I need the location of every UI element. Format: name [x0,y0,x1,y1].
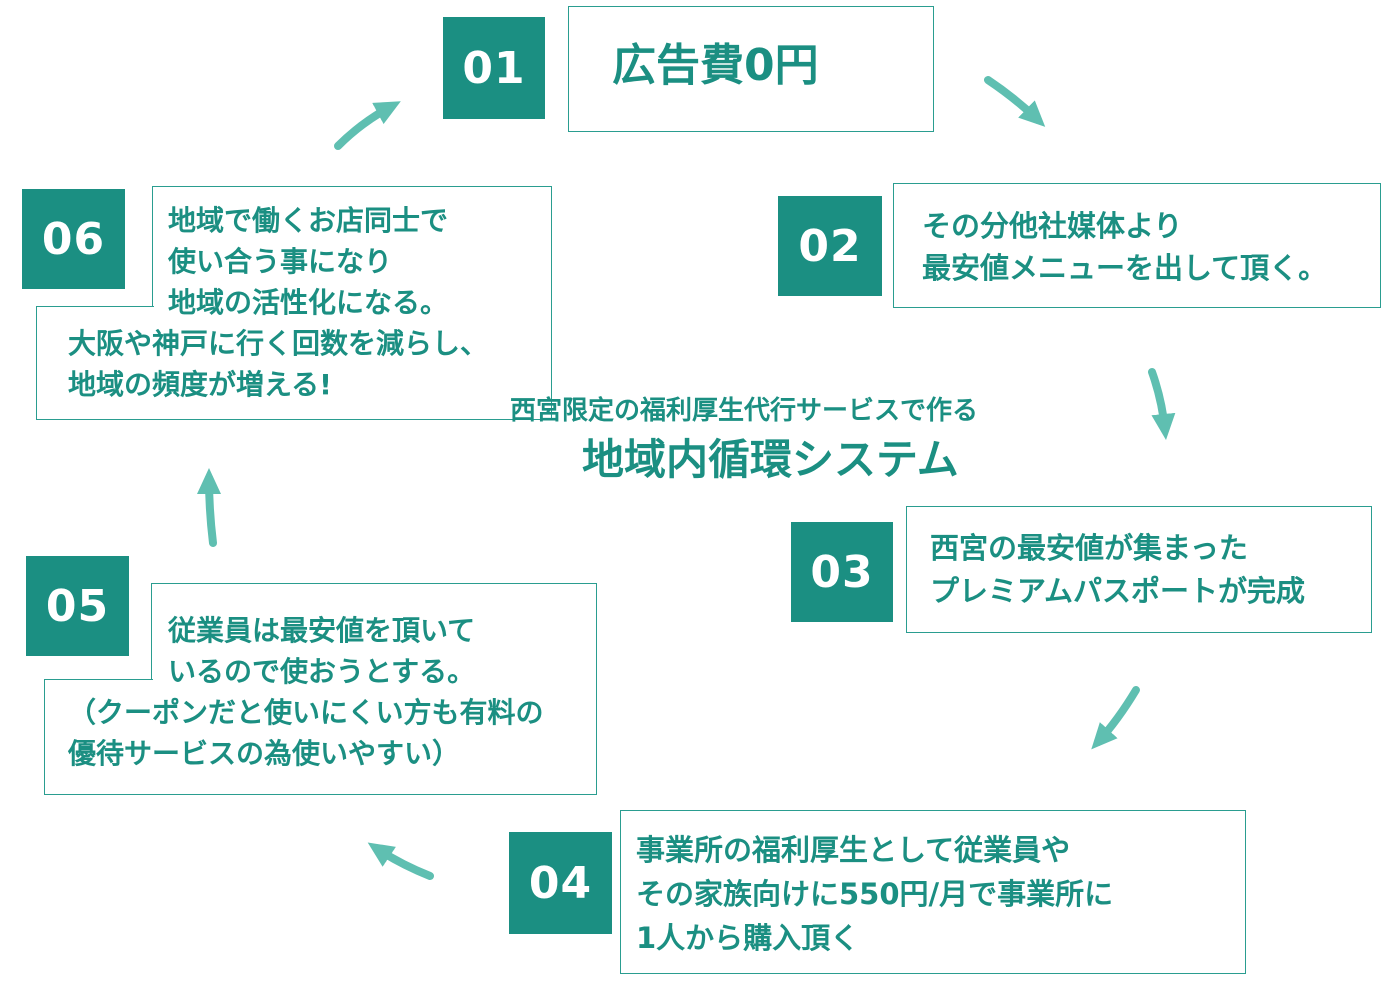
step-01-line: 広告費0円 [612,40,819,91]
step-05-line: 従業員は最安値を頂いて [168,614,476,647]
step-05-line: 優待サービスの為使いやすい） [68,737,461,770]
arrow-05-to-06 [197,468,222,547]
step-01-number: 01 [443,17,545,119]
step-06-line: 使い合う事になり [168,245,393,278]
step-06-box [36,306,552,420]
step-01-box [568,6,934,132]
step-04-line: その家族向けに550円/月で事業所に [636,877,1114,911]
step-05-line: （クーポンだと使いにくい方も有料の [68,696,544,729]
step-02-number: 02 [778,196,882,296]
arrow-01-to-02 [984,76,1046,127]
arrow-04-to-05 [367,842,434,880]
step-04-box [620,810,1246,974]
step-06-text: 地域で働くお店同士で 使い合う事になり 地域の活性化になる。 大阪や神戸に行く回… [68,200,488,405]
step-03-box [906,506,1372,633]
arrow-02-to-03 [1148,368,1176,440]
step-05-box-fill [152,670,596,686]
step-05-box [151,583,597,683]
center-subtitle: 西宮限定の福利厚生代行サービスで作る [510,396,979,426]
step-06-line: 地域で働くお店同士で [168,204,449,237]
step-04-line: 1人から購入頂く [636,921,860,955]
step-02-box [893,183,1381,308]
step-06-box [152,186,552,310]
step-06-line: 地域の活性化になる。 [168,286,449,319]
step-04-line: 事業所の福利厚生として従業員や [636,833,1071,867]
step-03-text: 西宮の最安値が集まった プレミアムパスポートが完成 [930,527,1305,613]
step-05-text: 従業員は最安値を頂いて いるので使おうとする。 （クーポンだと使いにくい方も有料… [68,610,543,774]
step-03-line: 西宮の最安値が集まった [930,531,1248,565]
step-06-box-fill [153,298,551,312]
step-01-text: 広告費0円 [612,38,819,94]
step-04-text: 事業所の福利厚生として従業員や その家族向けに550円/月で事業所に 1人から購… [636,828,1113,960]
step-04-number: 04 [509,832,612,934]
arrow-06-to-01 [334,101,401,150]
arrow-03-to-04 [1091,686,1140,750]
step-06-line: 地域の頻度が増える! [68,368,332,401]
step-03-line: プレミアムパスポートが完成 [930,574,1305,608]
step-02-line: その分他社媒体より [922,209,1183,243]
step-02-line: 最安値メニューを出して頂く。 [922,251,1328,285]
step-03-number: 03 [791,522,893,622]
step-06-line: 大阪や神戸に行く回数を減らし、 [68,327,489,360]
step-05-line: いるので使おうとする。 [168,655,476,688]
step-05-number: 05 [26,556,129,656]
step-02-text: その分他社媒体より 最安値メニューを出して頂く。 [922,205,1327,289]
step-05-box [44,679,597,795]
step-06-number: 06 [22,189,125,289]
center-title: 地域内循環システム [582,435,959,484]
